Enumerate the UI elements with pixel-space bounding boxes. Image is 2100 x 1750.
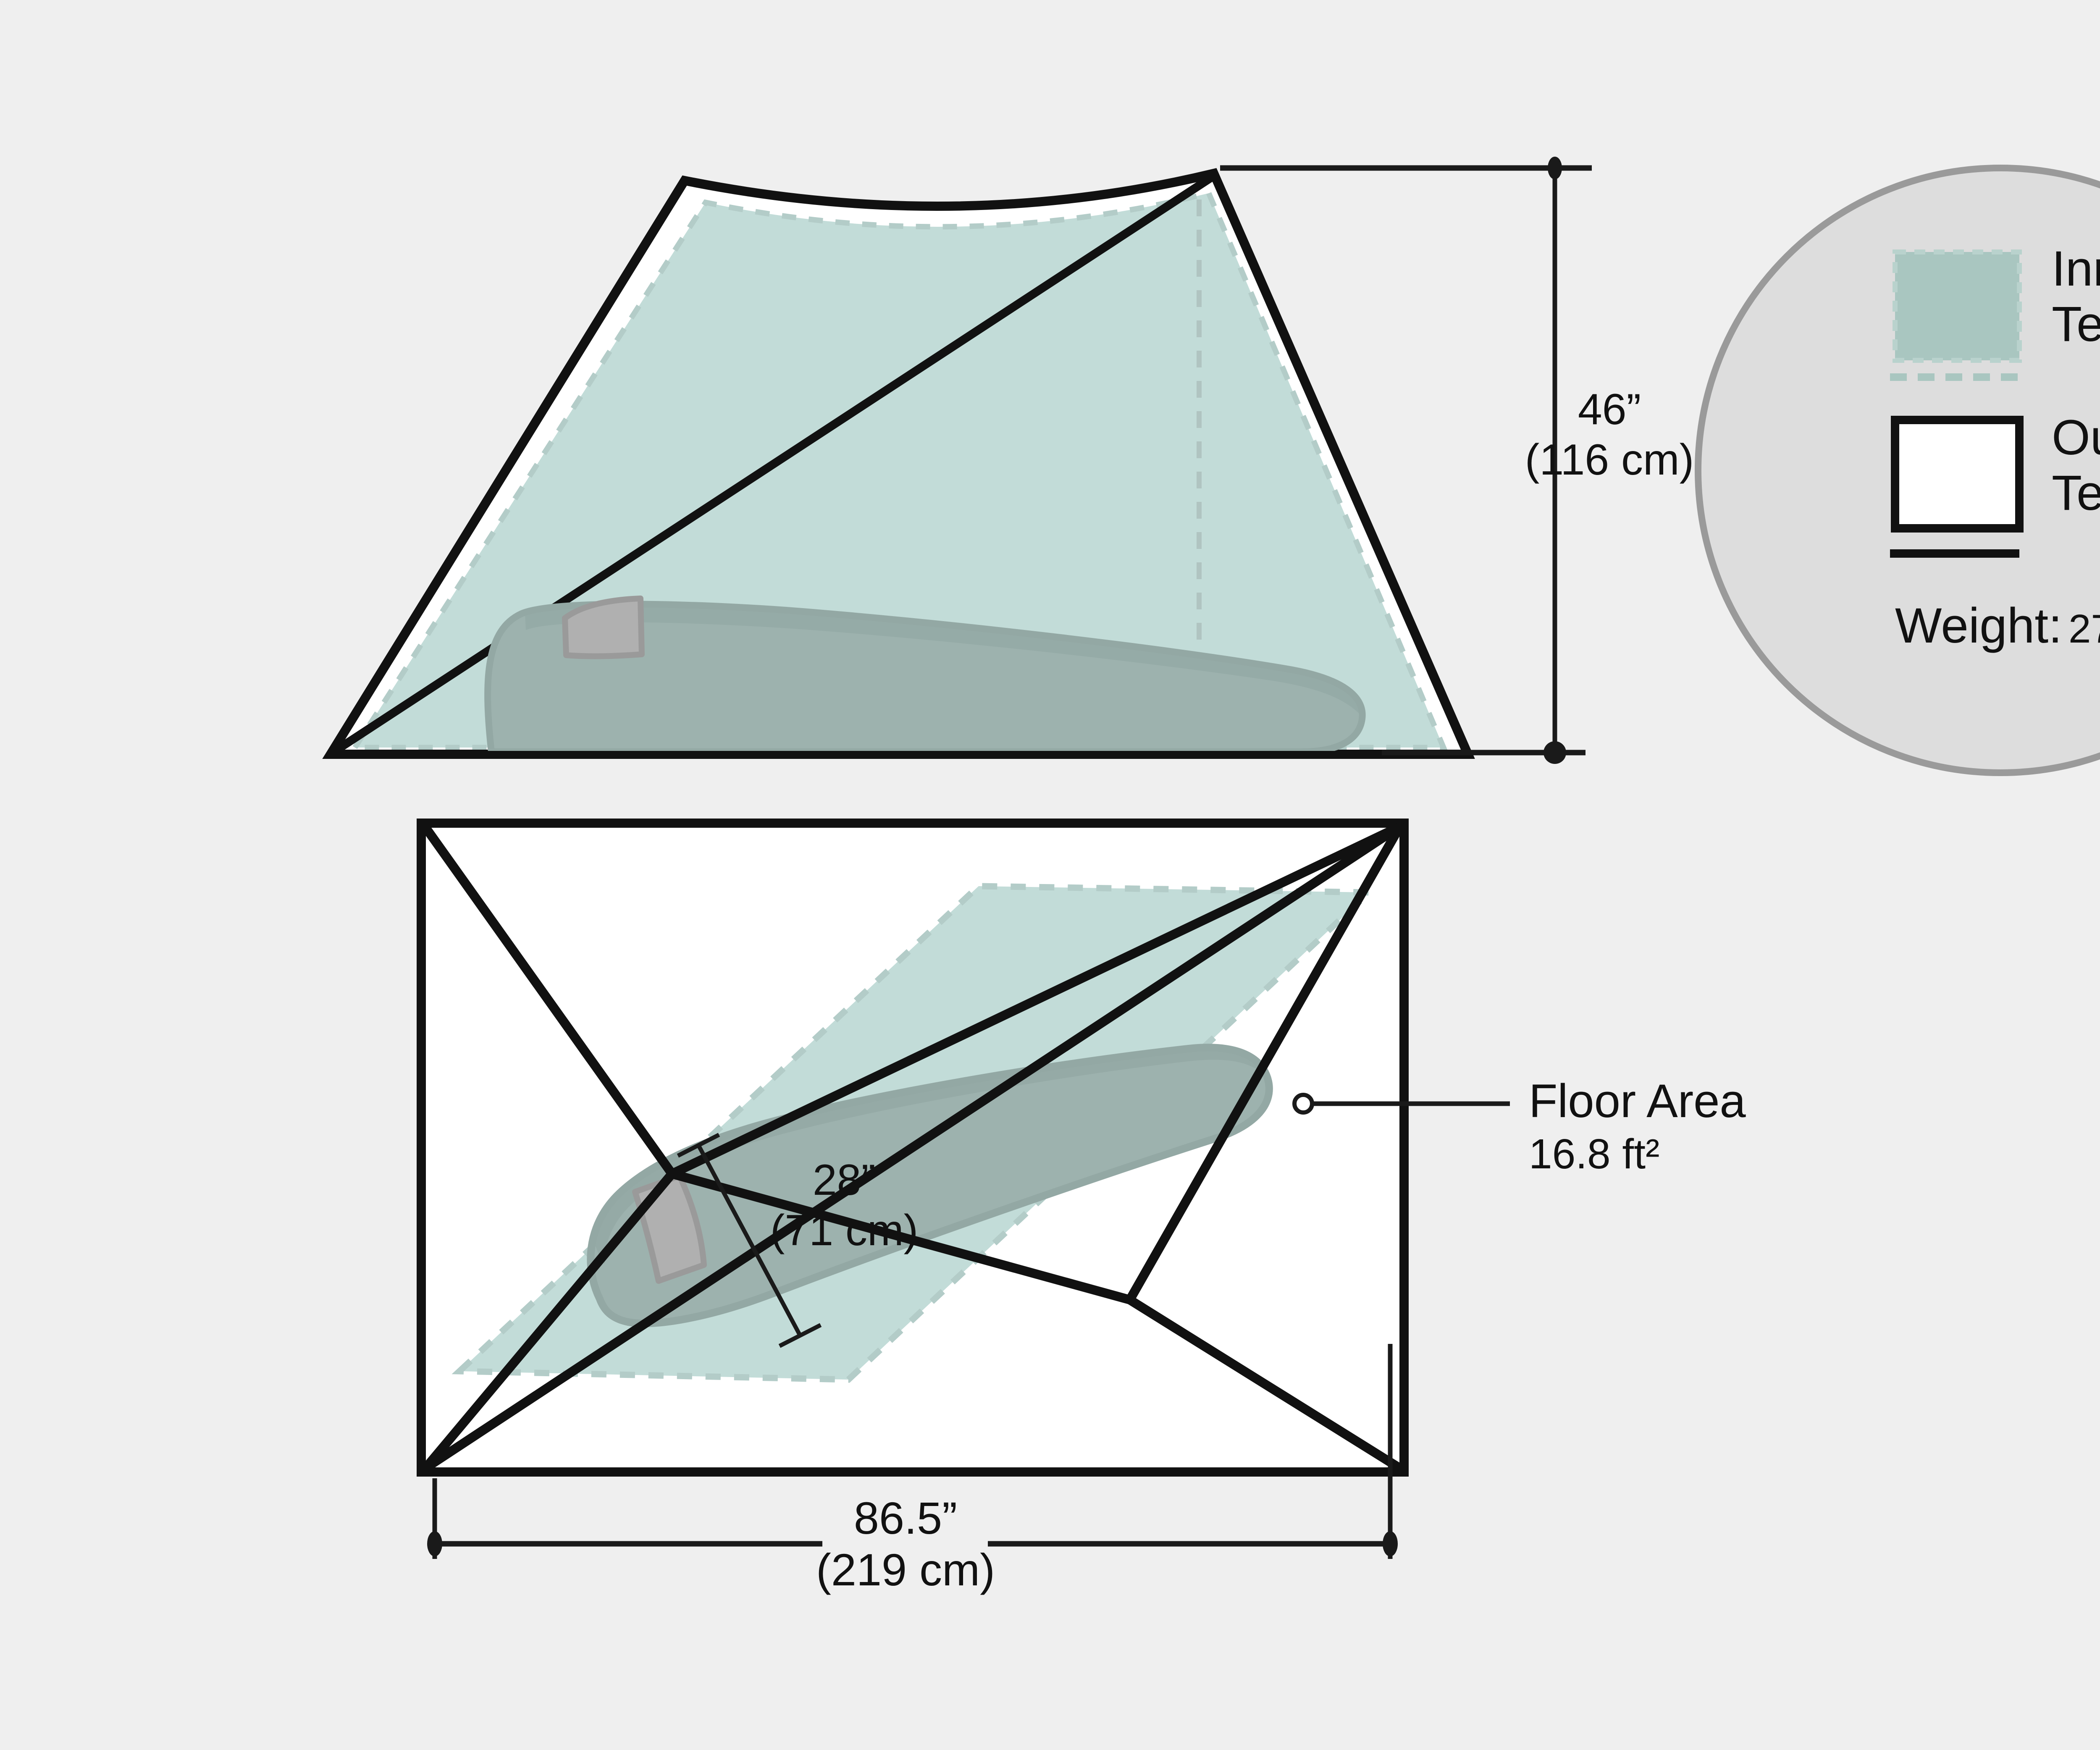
width-dimension-imperial-label: 86.5” xyxy=(854,1493,957,1543)
height-dimension-imperial-label: 46” xyxy=(1578,385,1641,434)
interior-width-dimension-group: 28” (71 cm) xyxy=(677,1133,918,1348)
outer-tent-floor-outline xyxy=(417,819,1409,1477)
pillow-elevation xyxy=(562,596,645,659)
pole-nodeA-to-nodeB xyxy=(667,1169,1134,1304)
legend-item-outer-tent-label-line2: Tent xyxy=(2052,465,2100,521)
legend-weight-label: Weight: xyxy=(1895,598,2062,653)
floor-area-title: Floor Area xyxy=(1529,1075,1746,1127)
floor-area-callout-group: Floor Area 16.8 ft² xyxy=(1292,1075,1746,1178)
pole-nodeA-to-topright xyxy=(667,822,1404,1178)
legend-item-inner-tent-label-line1: Inner xyxy=(2052,241,2100,296)
outer-tent-swatch xyxy=(1891,416,2024,533)
tent-pole-diagonal-elevation xyxy=(330,173,1216,756)
legend-item-inner-tent-label-line2: Tent xyxy=(2052,296,2100,352)
height-dimension-bottom-marker xyxy=(1544,741,1566,764)
height-dimension-group: 46” (116 cm) xyxy=(1220,157,1694,764)
floor-area-value: 16.8 ft² xyxy=(1529,1131,1659,1178)
pole-nodeB-to-bottomright xyxy=(1125,1295,1404,1473)
height-dimension-metric-label: (116 cm) xyxy=(1525,436,1694,484)
outer-tent-elevation-outline xyxy=(322,168,1475,759)
sleeping-bag-floor-highlight xyxy=(594,1047,1268,1264)
width-dimension-metric-label: (219 cm) xyxy=(816,1544,995,1595)
tent-pole-network-floor xyxy=(421,822,1404,1473)
interior-width-dimension-line xyxy=(696,1144,802,1337)
width-dimension-right-marker xyxy=(1383,1531,1398,1556)
floor-area-anchor-dot xyxy=(1292,1093,1314,1115)
legend-weight-value: 27.9 oz xyxy=(2068,606,2100,651)
pole-main-diagonal xyxy=(421,822,1404,1473)
floorplan-view: 28” (71 cm) xyxy=(417,819,1409,1477)
height-dimension-top-marker xyxy=(1548,157,1562,179)
width-dimension-group: 86.5” (219 cm) xyxy=(427,1344,1398,1595)
pole-nodeB-to-topright xyxy=(1125,822,1404,1304)
interior-width-tick-top xyxy=(677,1133,720,1158)
sleeping-bag-elevation-group xyxy=(484,596,1366,751)
interior-width-tick-bottom xyxy=(778,1323,822,1348)
pole-nodeA-to-bottomleft xyxy=(421,1169,677,1473)
width-dimension-left-marker xyxy=(427,1531,442,1556)
pole-topleft-to-nodeA xyxy=(421,823,677,1178)
legend-item-outer-tent-label-line1: Outer xyxy=(2052,410,2100,465)
elevation-view xyxy=(322,168,1475,759)
legend-panel: Inner Tent Outer Tent Weight: 27.9 oz xyxy=(1695,165,2100,776)
inner-tent-elevation-outline xyxy=(350,190,1448,750)
inner-tent-swatch xyxy=(1893,249,2022,363)
interior-width-imperial-label: 28” xyxy=(813,1156,876,1204)
inner-tent-floor-outline xyxy=(452,883,1377,1383)
interior-width-metric-label: (71 cm) xyxy=(770,1206,918,1255)
